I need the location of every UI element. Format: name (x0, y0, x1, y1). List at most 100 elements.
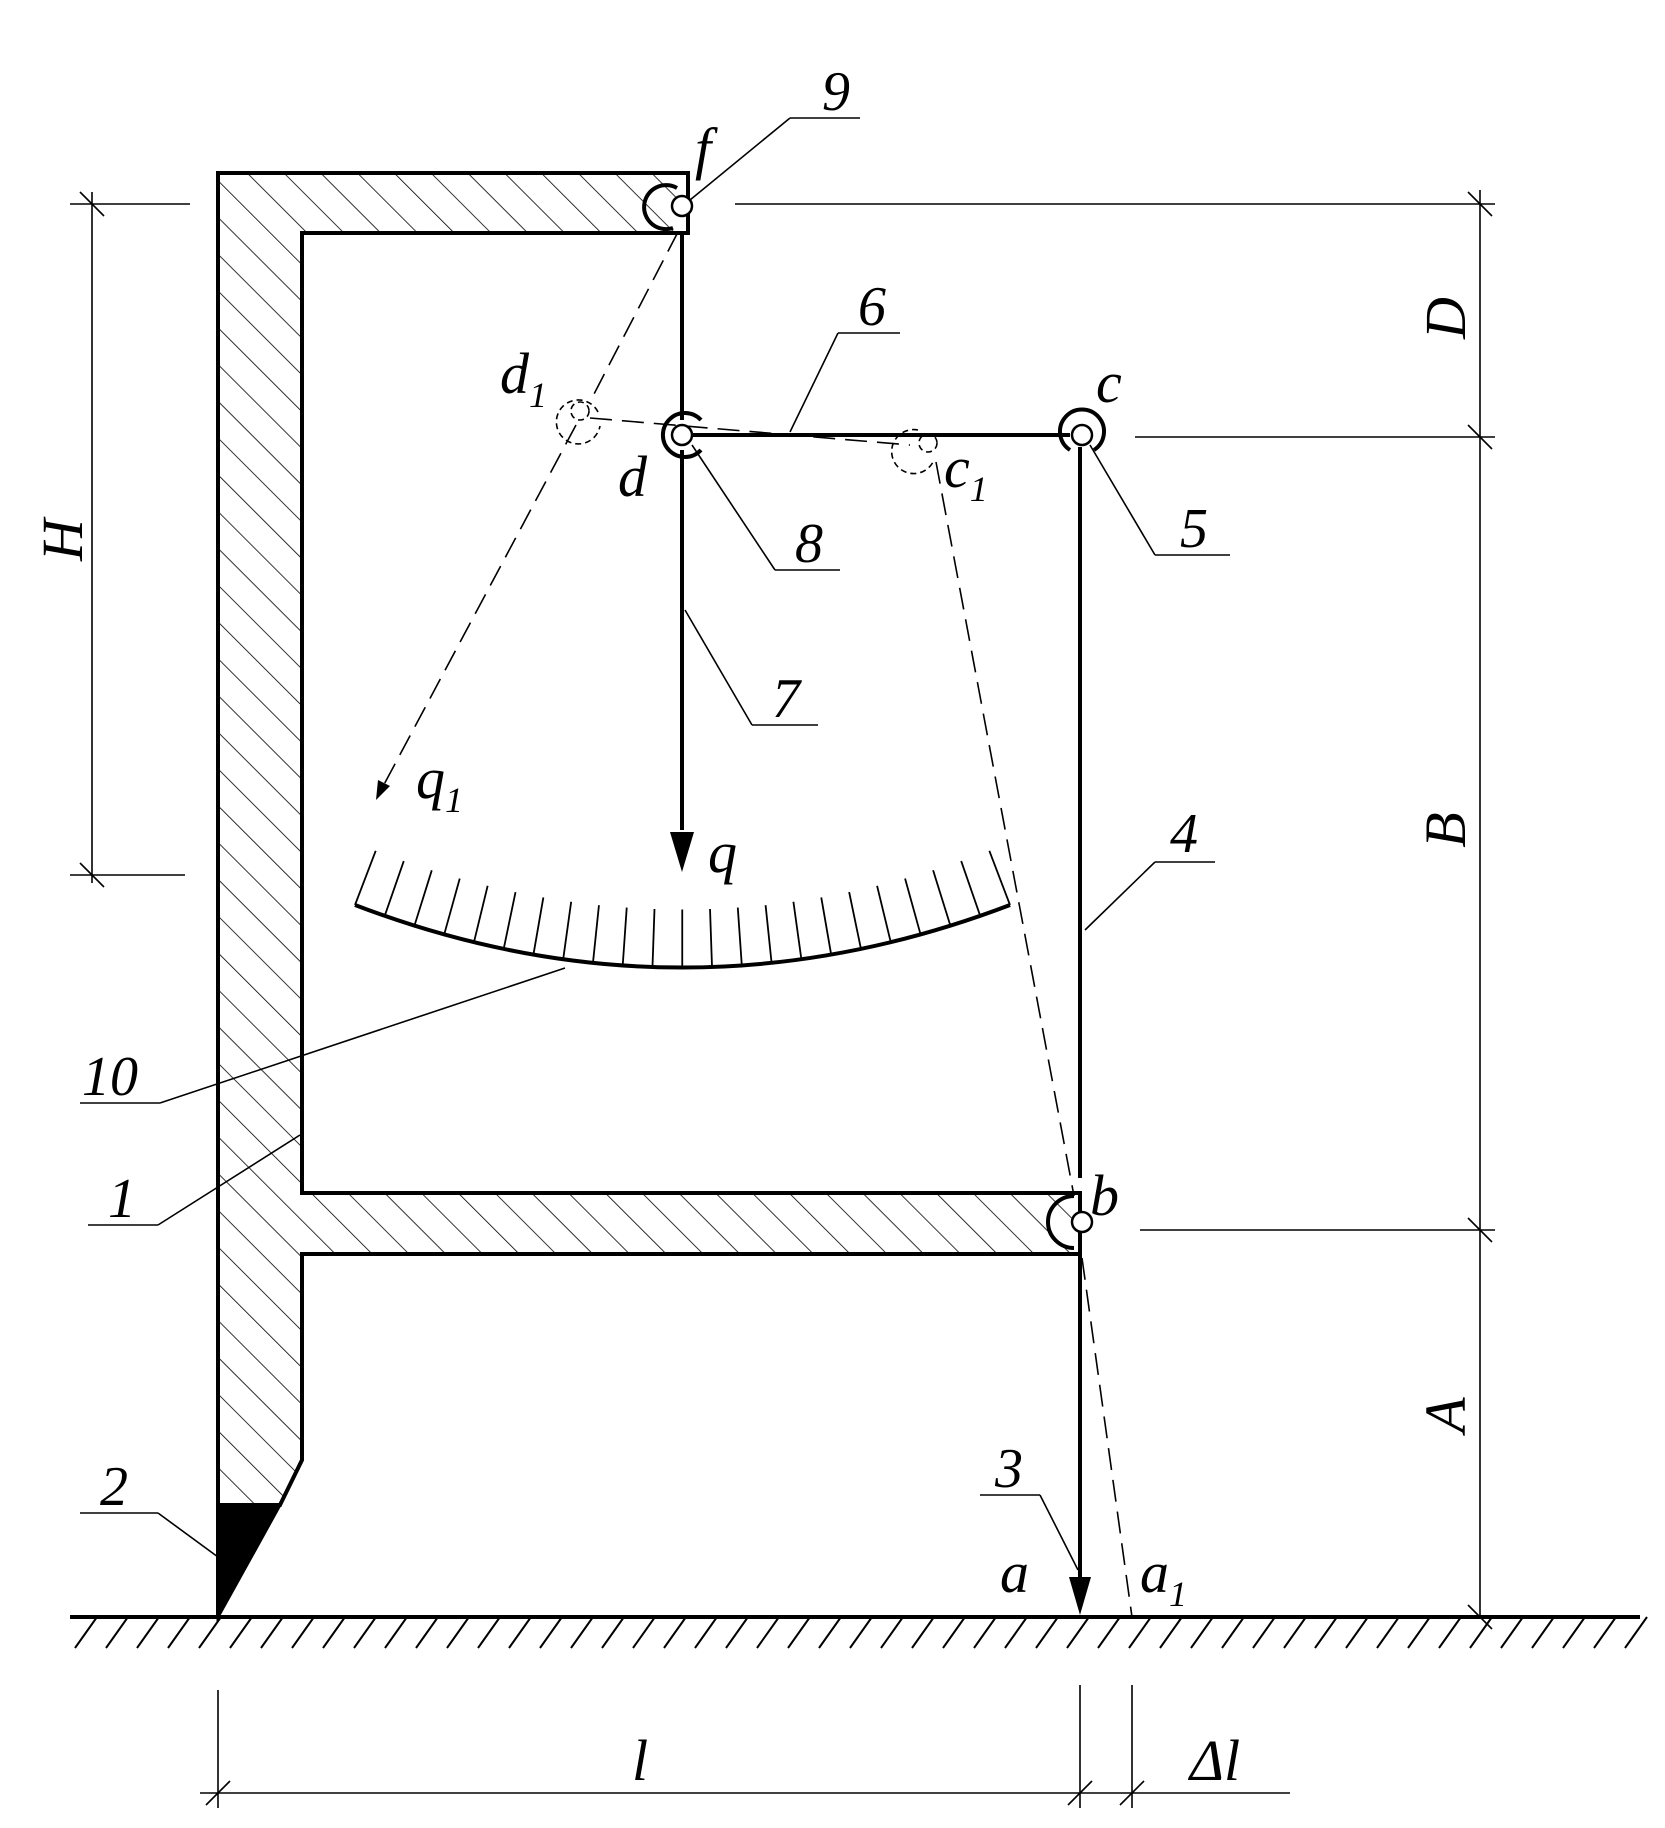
label-H: H (30, 516, 95, 562)
ground-hatch-line (136, 1616, 160, 1649)
ground-hatch-line (1066, 1616, 1090, 1649)
scale-tick (792, 901, 803, 960)
tick-D-top (1467, 191, 1493, 217)
ground-hatch-line (1252, 1616, 1276, 1649)
ground-hatch-line (477, 1616, 501, 1649)
ground-hatch-line (353, 1616, 377, 1649)
scale-tick (354, 850, 377, 906)
ground-hatch-line (1159, 1616, 1183, 1649)
label-f: f (695, 116, 718, 181)
callout-1: 1 (108, 1168, 136, 1230)
dashed-link-d1-c1 (589, 417, 911, 446)
scale-tick (988, 850, 1011, 906)
leader-7 (684, 609, 753, 726)
ground-hatch-line (818, 1616, 842, 1649)
ground-hatch-line (1376, 1616, 1400, 1649)
scale-tick (709, 908, 713, 968)
label-a1: a1 (1140, 1540, 1187, 1614)
ground-hatch-line (1624, 1616, 1648, 1649)
frame (216, 171, 1082, 1623)
ground-hatch-line (1562, 1616, 1586, 1649)
leader-4 (1084, 861, 1156, 931)
dashed-pendulum-q1 (379, 424, 577, 793)
scale-tick (473, 885, 489, 943)
label-a: a (1000, 1540, 1029, 1605)
label-c1: c1 (944, 435, 988, 509)
callout-6: 6 (858, 276, 886, 338)
callout-7: 7 (772, 668, 802, 730)
scale-tick (621, 907, 628, 966)
scale-tick (876, 885, 892, 943)
callout-2: 2 (100, 1456, 128, 1518)
ground-hatch-line (446, 1616, 470, 1649)
scale-tick (736, 907, 743, 966)
ground-hatch-line (508, 1616, 532, 1649)
scale-tick (960, 860, 982, 917)
label-b: b (1090, 1163, 1119, 1228)
ground-hatch-line (1190, 1616, 1214, 1649)
ground-hatch-line (1035, 1616, 1059, 1649)
leader-8 (691, 444, 776, 571)
ground-hatch-line (1221, 1616, 1245, 1649)
callout-4: 4 (1170, 803, 1198, 865)
label-l: l (632, 1728, 648, 1793)
callout-8: 8 (795, 513, 823, 575)
ground-hatch-line (74, 1616, 98, 1649)
ground-hatch-line (291, 1616, 315, 1649)
ground-hatch-line (1500, 1616, 1524, 1649)
blade-tip (216, 1503, 283, 1623)
frame-body (216, 171, 1082, 1617)
label-q: q (708, 820, 737, 885)
hinge-c1-dashed (890, 428, 938, 475)
label-d1: d1 (500, 341, 547, 415)
hinge-d1-dashed (555, 399, 601, 445)
ground-hatch-line (756, 1616, 780, 1649)
scale-tick (443, 878, 461, 935)
label-delta-l: Δl (1188, 1728, 1240, 1793)
scale-tick (532, 897, 545, 955)
dashed-rod-c1-b (935, 461, 1075, 1197)
label-c: c (1096, 350, 1122, 415)
ground-hatch-line (229, 1616, 253, 1649)
label-A: A (1413, 1397, 1478, 1437)
callout-numbers: 9 6 8 5 7 4 10 1 2 3 (82, 61, 1208, 1518)
scale-tick (904, 878, 922, 935)
leader-lines (80, 117, 1230, 1571)
callout-10: 10 (82, 1046, 138, 1108)
ground-hatch-line (539, 1616, 563, 1649)
ground-hatch-line (880, 1616, 904, 1649)
displaced-position (376, 231, 1133, 1618)
ground-hatch-line (632, 1616, 656, 1649)
scale-tick (764, 905, 773, 963)
label-d: d (618, 444, 648, 509)
leader-5 (1089, 444, 1156, 556)
dimension-labels: H D B A l Δl (30, 297, 1478, 1793)
ground-hatch-line (1593, 1616, 1617, 1649)
hinge-d (660, 411, 703, 459)
ground-hatch-line (260, 1616, 284, 1649)
point-labels: f d1 d c c1 b a a1 q q1 (416, 116, 1187, 1614)
tick-H-top (79, 191, 105, 217)
scale-tick (413, 870, 433, 926)
tick-D-bottom (1467, 424, 1493, 450)
ground-hatch-line (663, 1616, 687, 1649)
ground-hatch-line (384, 1616, 408, 1649)
hinge-b (1046, 1194, 1094, 1250)
leader-1 (157, 1134, 301, 1226)
ground-hatch-line (1283, 1616, 1307, 1649)
ground-hatch-line (694, 1616, 718, 1649)
ground (70, 1615, 1648, 1649)
ground-hatch-line (1345, 1616, 1369, 1649)
leader-10 (159, 967, 566, 1104)
ground-hatch-line (1128, 1616, 1152, 1649)
arrow-q (670, 832, 694, 872)
leader-9 (689, 117, 791, 201)
scale-ticks (354, 850, 1011, 968)
ground-hatch-line (1004, 1616, 1028, 1649)
scale-tick (502, 891, 517, 950)
tick-B-bottom (1467, 1217, 1493, 1243)
ground-hatch-line (1314, 1616, 1338, 1649)
ground-hatch-line (1407, 1616, 1431, 1649)
dimension-lines (70, 190, 1495, 1808)
ground-hatch-line (1469, 1616, 1493, 1649)
